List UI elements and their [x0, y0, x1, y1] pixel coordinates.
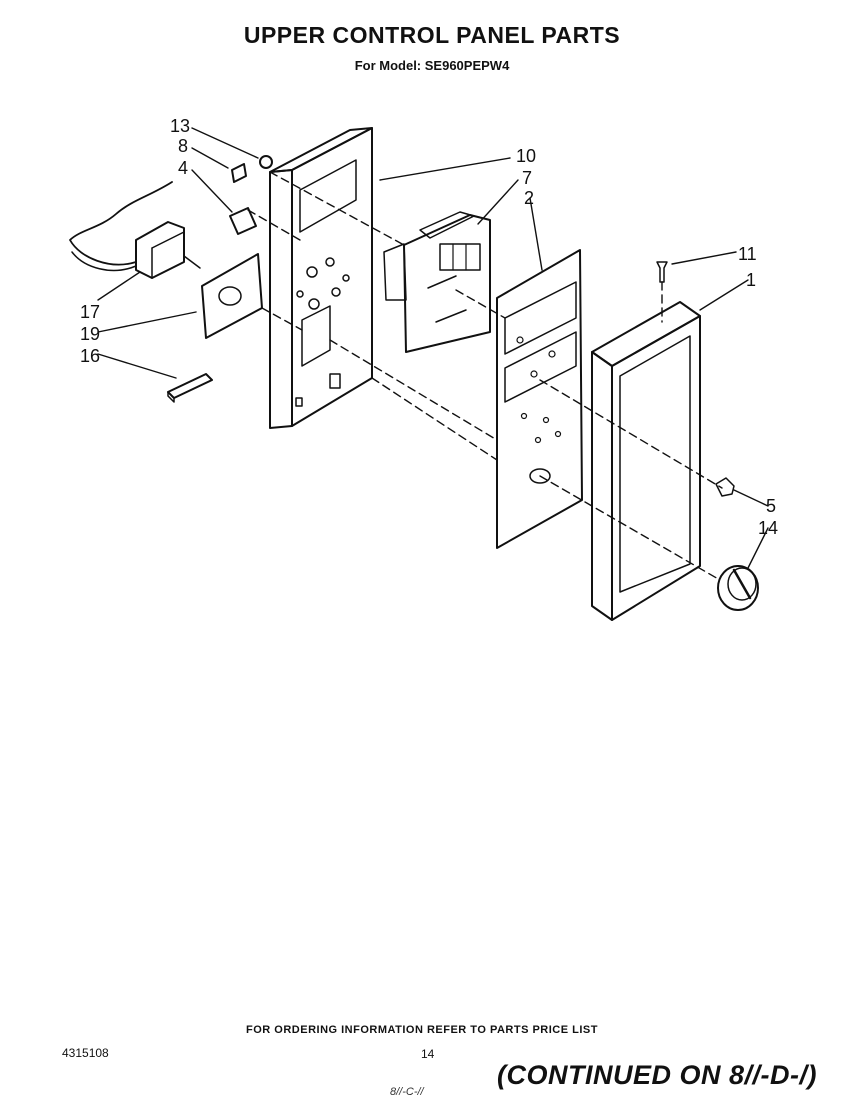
callout-8: 8: [178, 136, 188, 156]
document-number: 4315108: [62, 1046, 109, 1060]
callout-4: 4: [178, 158, 188, 178]
part-8-clip: [231, 163, 247, 183]
continued-note: (CONTINUED ON 8//-D-/): [497, 1060, 817, 1090]
part-10-mounting-bracket: [269, 127, 373, 429]
part-13-nut: [259, 155, 273, 169]
ordering-note: FOR ORDERING INFORMATION REFER TO PARTS …: [246, 1024, 598, 1036]
part-4-connector: [229, 207, 257, 235]
callout-10: 10: [516, 146, 536, 166]
callout-5: 5: [766, 496, 776, 516]
part-17-relay-with-wires: [69, 181, 201, 279]
model-subtitle: For Model: SE960PEPW4: [354, 58, 510, 73]
callout-19: 19: [80, 324, 100, 344]
part-1-frame: [591, 301, 701, 621]
part-19-plate: [201, 253, 263, 339]
callout-14: 14: [758, 518, 778, 538]
part-5-nut: [715, 477, 735, 497]
page-number: 14: [421, 1047, 435, 1061]
callout-1: 1: [746, 270, 756, 290]
part-16-clip: [167, 373, 213, 403]
callout-13: 13: [170, 116, 190, 136]
assembly-lines: [247, 171, 723, 581]
part-7-control-board: [383, 211, 491, 353]
handwritten-note: 8//-C-//: [390, 1086, 424, 1098]
leader-lines: [97, 127, 769, 569]
callout-16: 16: [80, 346, 100, 366]
callout-17: 17: [80, 302, 100, 322]
part-11-screw: [656, 261, 668, 283]
callout-2: 2: [524, 188, 534, 208]
part-14-knob: [717, 565, 759, 611]
exploded-parts-diagram: 13 8 4 10 7 2 11 1 17 19 16 5 14: [69, 116, 778, 621]
page-title: UPPER CONTROL PANEL PARTS: [243, 22, 621, 48]
callout-labels: 13 8 4 10 7 2 11 1 17 19 16 5 14: [80, 116, 778, 538]
callout-11: 11: [738, 244, 757, 264]
callout-7: 7: [522, 168, 532, 188]
part-2-touch-panel: [496, 249, 583, 549]
